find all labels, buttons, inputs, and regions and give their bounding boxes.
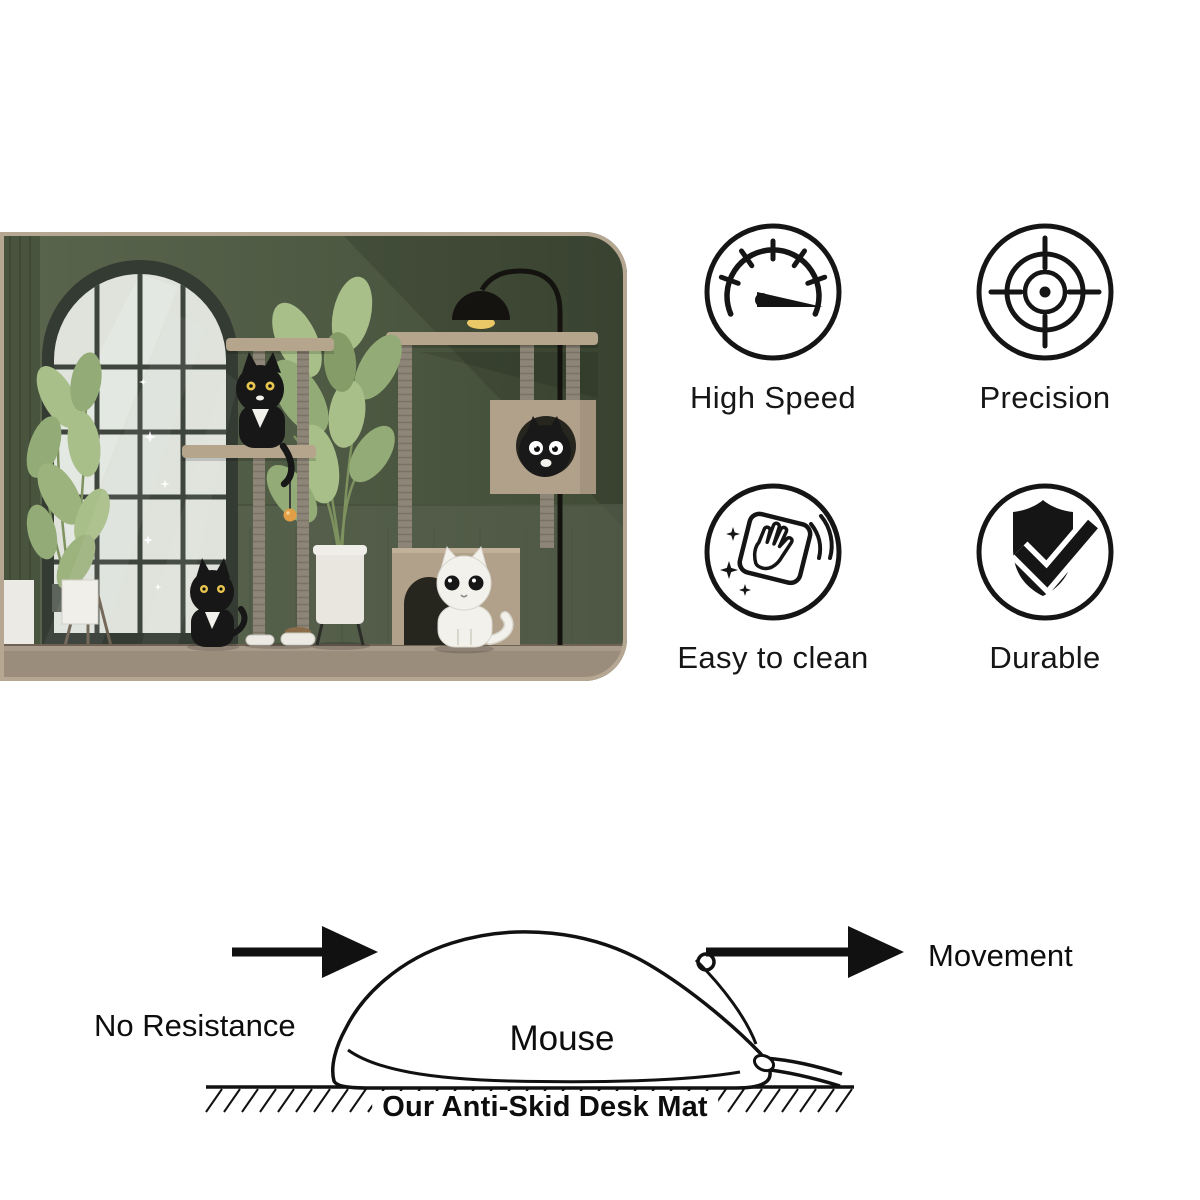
feature-label: Precision: [979, 380, 1111, 415]
plant-pot: [313, 545, 367, 646]
feature-durable: Durable: [912, 472, 1178, 676]
center-cat-tree: [182, 338, 334, 647]
cat-box: [490, 400, 596, 494]
shield-check-icon: [965, 472, 1125, 632]
feature-easy-to-clean: Easy to clean: [640, 472, 906, 676]
lamp-shade: [452, 291, 510, 320]
desk-mat-image: [0, 232, 627, 681]
feature-high-speed: High Speed: [640, 212, 906, 416]
black-cat-on-platform: [236, 352, 295, 488]
mouse-outline: [331, 930, 843, 1090]
white-cat: [436, 545, 514, 648]
desk-mat-illustration: [0, 232, 627, 681]
feature-label: Durable: [989, 640, 1101, 675]
feature-precision: Precision: [912, 212, 1178, 416]
left-plant: [26, 352, 110, 612]
crosshair-icon: [965, 212, 1125, 372]
mouse-cable-port: [696, 952, 716, 972]
sparkles: [139, 378, 170, 591]
right-cat-tree: [386, 332, 598, 648]
no-resistance-arrow: [232, 926, 378, 978]
floor-lamp: [452, 268, 563, 645]
easel: [0, 579, 114, 651]
no-resistance-label: No Resistance: [94, 1008, 296, 1043]
speedometer-icon: [693, 212, 853, 372]
mouse-diagram: [0, 900, 1200, 1180]
feature-label: High Speed: [689, 380, 856, 415]
left-panel: [0, 232, 40, 645]
cleaning-hand-icon: [693, 472, 853, 632]
movement-label: Movement: [928, 938, 1073, 973]
light-ray: [30, 312, 205, 681]
food-bowls: [245, 627, 316, 646]
black-cat-in-box: [519, 416, 571, 477]
toy-ball: [283, 508, 297, 522]
mouse-label: Mouse: [509, 1019, 615, 1058]
diagram-caption: Our Anti-Skid Desk Mat: [372, 1091, 718, 1124]
feature-label: Easy to clean: [677, 640, 869, 675]
mouse-diagram-art: [205, 926, 904, 1113]
mat-edge: [0, 232, 627, 681]
black-cat-on-floor: [190, 558, 248, 647]
movement-arrow: [706, 926, 904, 978]
